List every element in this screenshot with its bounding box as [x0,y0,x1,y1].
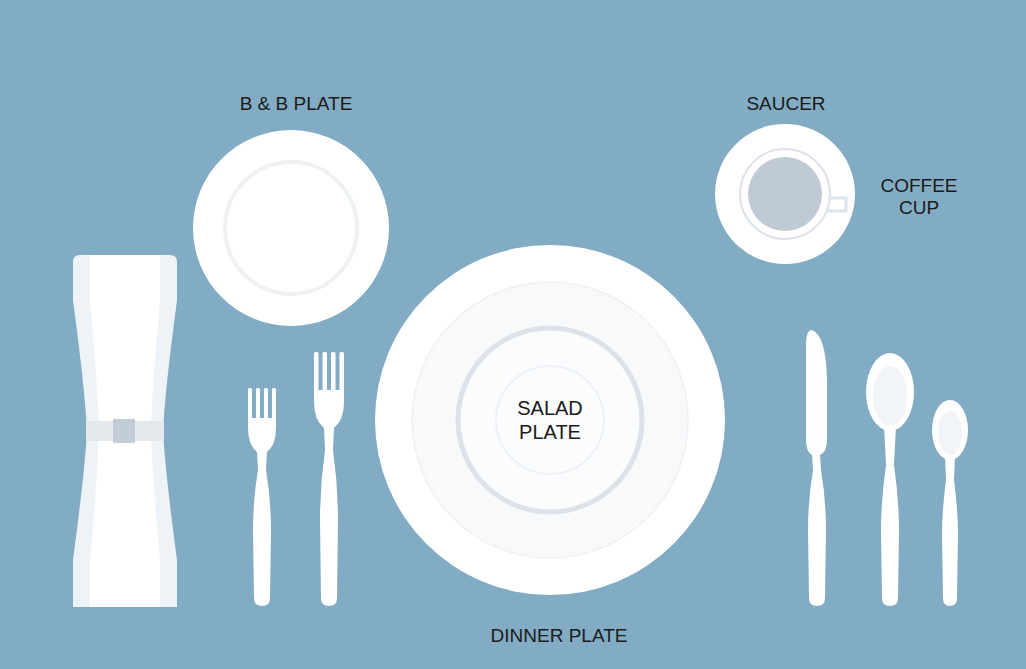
plate-outline [455,325,645,515]
plate-outline [739,148,831,240]
salad-plate-rim [458,328,642,512]
bb-node: B & B PLATE [193,130,389,326]
plate-band [412,282,688,558]
cup-node: COFFEE CUP [739,148,831,240]
coffee [748,157,822,231]
soup-spoon [866,353,914,606]
plate-label: COFFEE CUP [869,175,969,219]
saucer-rim [715,124,855,264]
salad-fork [248,388,276,606]
plate-well [225,162,357,294]
dinner-fork [314,352,344,606]
napkin-ring-clasp [113,419,135,443]
plate-label: DINNER PLATE [491,625,628,647]
dinner-node: SALAD PLATEDINNER PLATE [375,245,725,595]
plate-rim [375,245,725,595]
plate-outline [193,130,389,326]
plate-label: SAUCER [746,93,825,115]
plate-label: B & B PLATE [240,93,353,115]
saucer-node: COFFEE CUPSAUCER [715,124,855,264]
teaspoon [932,400,968,606]
cup-rim [740,149,830,239]
knife [806,330,827,606]
plate-label: SALAD PLATE [505,396,595,444]
napkin [73,255,177,607]
salad-plate-well [496,366,604,474]
salad-node: SALAD PLATE [455,325,645,515]
plate-rim [193,130,389,326]
